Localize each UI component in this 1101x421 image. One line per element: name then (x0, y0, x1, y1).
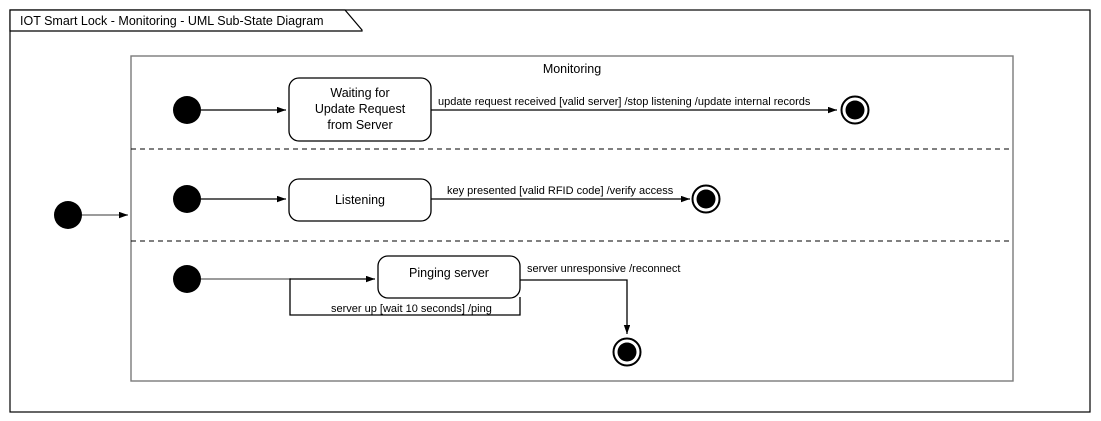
initial-state-node-region-1 (173, 96, 201, 124)
transition-arrow-server-unresponsive (520, 279, 631, 334)
state-pinging-server (377, 255, 521, 299)
diagram-title-label: IOT Smart Lock - Monitoring - UML Sub-St… (20, 14, 324, 28)
initial-state-node-region-2 (173, 185, 201, 213)
final-state-node-region-2-core (696, 189, 716, 209)
transition-label-update-request: update request received [valid server] /… (438, 96, 811, 108)
state-listening (288, 178, 432, 222)
self-transition-arrow-server-up (289, 275, 521, 316)
state-pinging-server-label: Pinging server (409, 266, 489, 280)
final-state-node-region-3-core (617, 342, 637, 362)
transition-label-server-unresponsive: server unresponsive /reconnect (527, 263, 680, 275)
state-waiting-label-line-2: Update Request (315, 102, 406, 116)
composite-state-title: Monitoring (543, 62, 601, 76)
final-state-node-region-1-core (845, 100, 865, 120)
initial-state-node-outer (54, 201, 82, 229)
state-listening-label: Listening (335, 193, 385, 207)
state-waiting-label-line-1: Waiting for (330, 86, 389, 100)
diagram-title-tab (9, 9, 363, 32)
initial-state-node-region-3 (173, 265, 201, 293)
transition-label-key-presented: key presented [valid RFID code] /verify … (447, 185, 674, 197)
self-transition-label-server-up: server up [wait 10 seconds] /ping (331, 303, 492, 315)
state-waiting-label-line-3: from Server (327, 118, 392, 132)
